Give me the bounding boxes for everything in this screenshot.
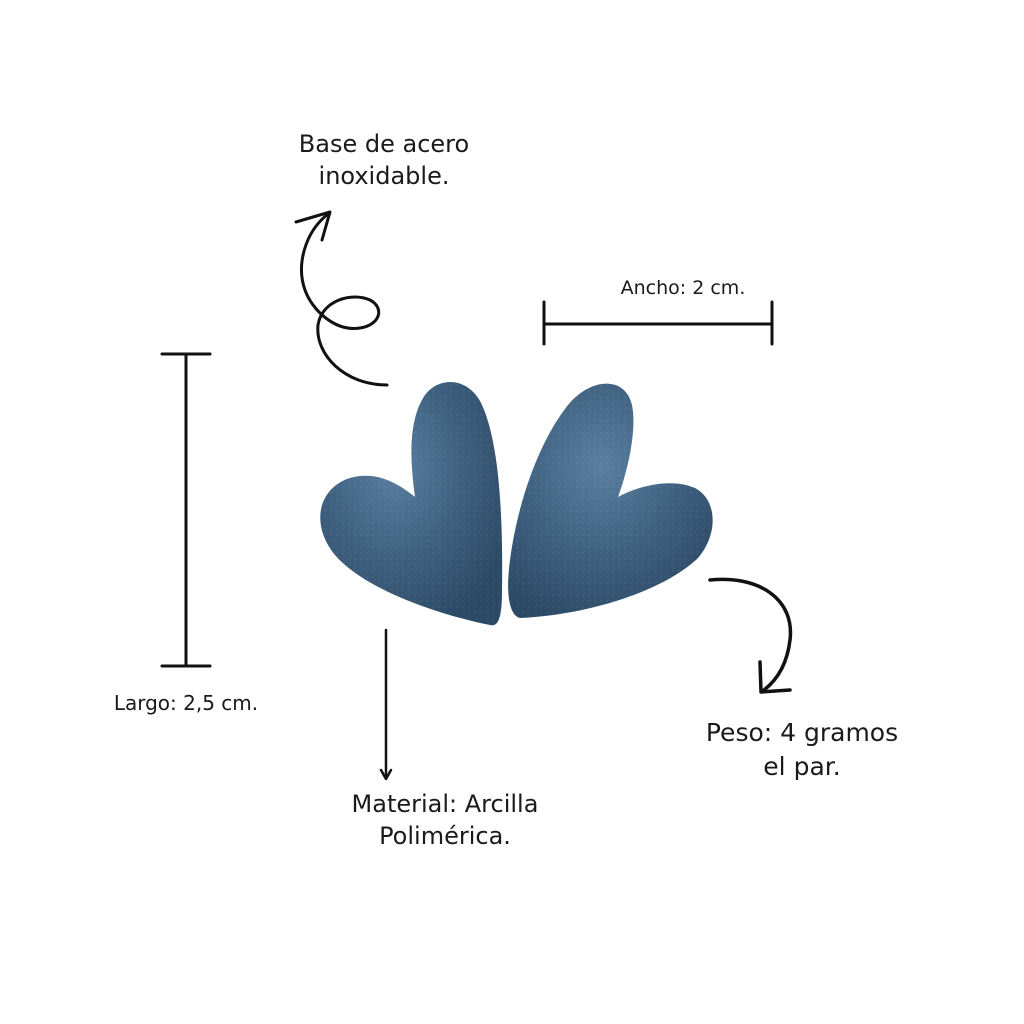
material-label-line2: Polimérica.	[379, 822, 511, 851]
base-label-line2: inoxidable.	[318, 162, 450, 191]
weight-label-line2: el par.	[763, 751, 841, 781]
base-curly-arrow	[294, 210, 389, 387]
length-label: Largo: 2,5 cm.	[96, 690, 276, 717]
weight-curved-arrow	[708, 577, 793, 694]
right-heart-earring	[508, 383, 713, 618]
material-label-line1: Material: Arcilla	[351, 790, 539, 818]
width-dimension-bar	[542, 300, 774, 346]
base-label: Base de acero inoxidable.	[262, 128, 506, 193]
length-dimension-bar	[160, 352, 212, 668]
weight-label-line1: Peso: 4 gramos	[705, 718, 899, 747]
material-label: Material: Arcilla Polimérica.	[330, 788, 560, 853]
width-label-text: Ancho: 2 cm.	[620, 277, 746, 299]
weight-label: Peso: 4 gramos el par.	[690, 716, 914, 784]
width-label: Ancho: 2 cm.	[590, 276, 776, 302]
length-label-text: Largo: 2,5 cm.	[113, 691, 259, 715]
left-heart-earring	[320, 382, 503, 626]
material-arrow	[379, 628, 393, 781]
base-label-line1: Base de acero	[298, 130, 470, 158]
